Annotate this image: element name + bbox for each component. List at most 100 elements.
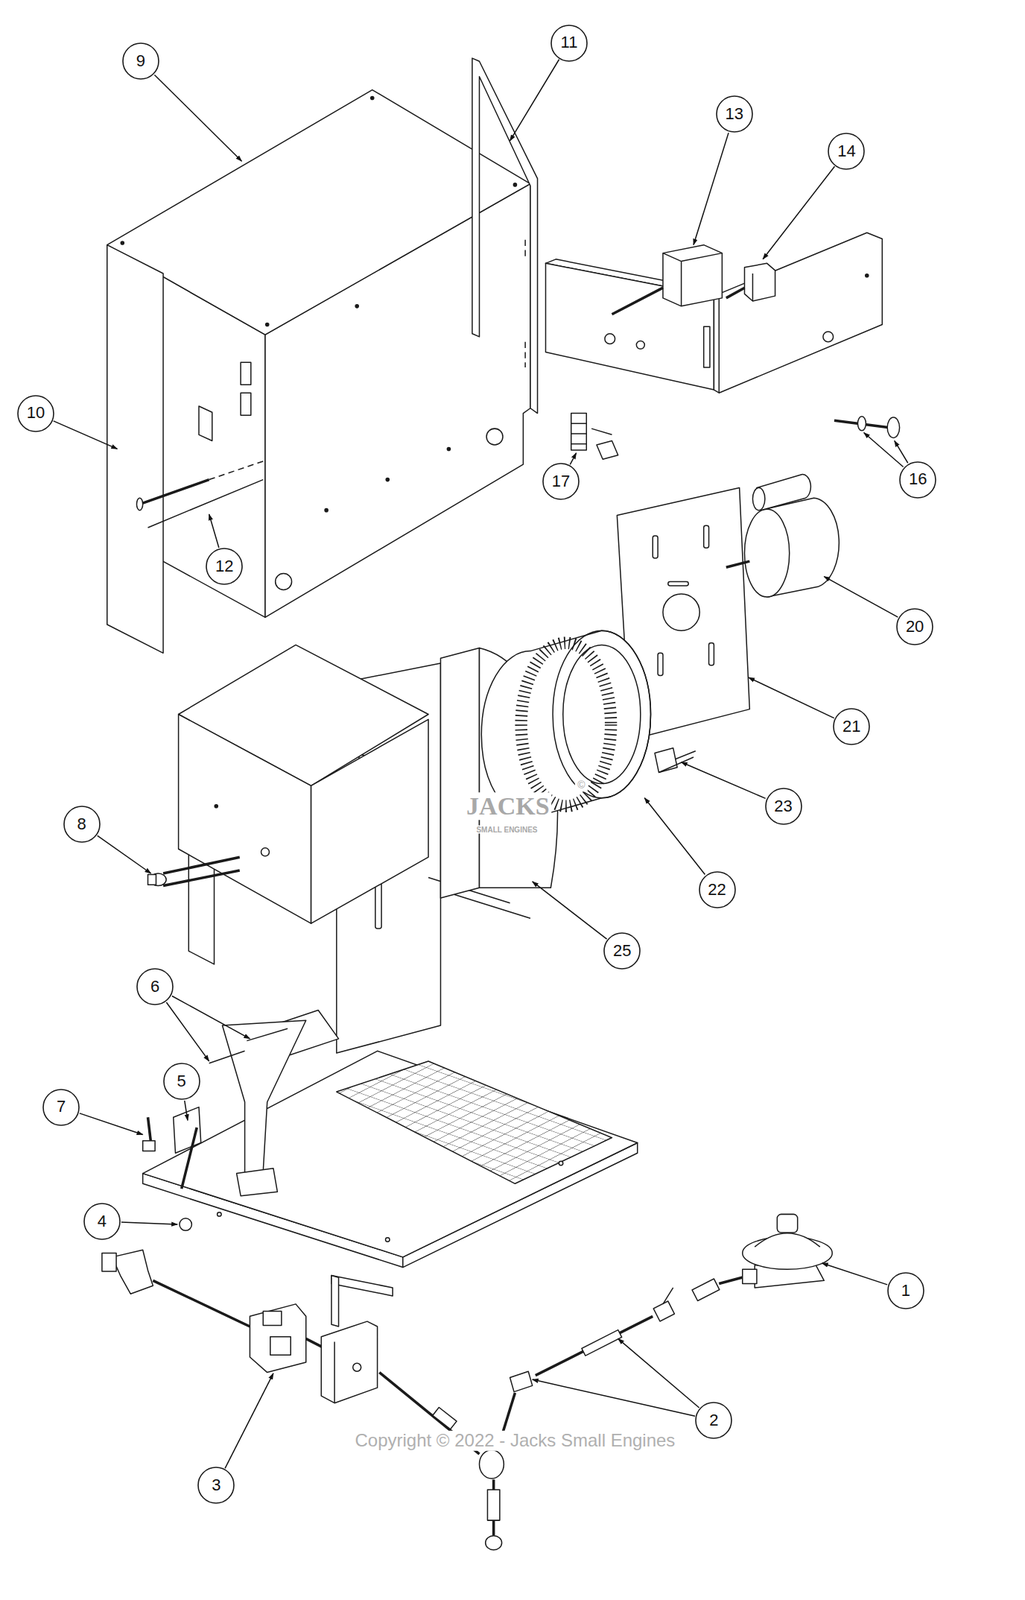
terminal-strip-part: [571, 432, 587, 435]
fitting-part: [112, 1249, 154, 1294]
knob-part: [887, 417, 900, 438]
leader-line: [864, 432, 904, 468]
blower-wheel-part: [563, 644, 641, 783]
side-panel-part: [198, 405, 213, 441]
callout-number: 3: [211, 1475, 221, 1494]
callout-number: 14: [837, 142, 856, 161]
gas-line-part: [485, 1535, 503, 1550]
motor-plate-part: [657, 652, 663, 675]
burner-part: [236, 1168, 278, 1196]
callout-circle: [543, 463, 579, 500]
valve-bracket-part: [353, 1362, 362, 1371]
callout-bubble: 16: [899, 461, 937, 499]
callout-bubble: 8: [63, 805, 101, 843]
screw-part: [148, 479, 264, 528]
leader-line: [532, 1378, 696, 1416]
heat-exchanger-part: [188, 851, 214, 964]
callout-bubble: 2: [695, 1401, 733, 1439]
cabinet-part: [486, 428, 503, 445]
blower-wheel-part: [521, 642, 611, 806]
terminal-strip-part: [571, 413, 587, 450]
callout-bubble: 23: [765, 787, 803, 825]
callout-circle: [43, 1089, 79, 1125]
limit-switch-part: [148, 856, 240, 885]
control-module-part: [681, 253, 723, 262]
limit-switch-part: [163, 856, 240, 874]
igniter-part: [148, 1116, 152, 1142]
leader-line: [822, 1262, 888, 1285]
leader-line: [97, 835, 152, 874]
corner-panel-part: [524, 239, 526, 260]
callout-circle: [17, 395, 54, 432]
heat-exchanger-part: [178, 644, 531, 1053]
leader-line: [894, 440, 909, 463]
leader-line: [154, 74, 242, 161]
corner-panel-part: [524, 341, 526, 368]
gas-valve-part: [262, 1310, 282, 1325]
gas-line-part: [479, 1449, 505, 1478]
motor-part: [726, 560, 750, 567]
cabinet-part: [107, 90, 531, 618]
callout-bubble: 7: [42, 1088, 80, 1126]
callout-number: 17: [551, 472, 570, 491]
fitting-part: [179, 1217, 192, 1230]
valve-bracket-part: [331, 1275, 393, 1296]
regulator-part: [776, 1213, 798, 1233]
callout-circle: [551, 25, 587, 62]
cabinet-part: [355, 304, 359, 308]
leader-line: [184, 1100, 188, 1120]
watermark-logo: SMALL ENGINES: [473, 825, 540, 834]
callout-bubble: 12: [205, 547, 243, 585]
callout-number: 6: [150, 977, 160, 996]
fitting-part: [152, 1279, 250, 1326]
side-panel-part: [107, 245, 213, 654]
blower-housing-part: [440, 647, 479, 897]
callout-number: 23: [773, 797, 792, 815]
control-module-part: [611, 245, 722, 315]
callout-circle: [206, 548, 243, 585]
leader-line: [166, 1001, 209, 1061]
gas-line-part: [662, 1287, 674, 1304]
callout-bubble: 9: [122, 42, 160, 80]
switch-part: [726, 287, 745, 298]
terminal-strip-part: [571, 423, 587, 425]
callout-number: 12: [215, 557, 234, 576]
screw-part: [209, 461, 264, 480]
control-bracket-part: [718, 297, 721, 393]
callout-circle: [64, 805, 100, 842]
control-bracket-part: [604, 333, 616, 345]
callout-bubble: 11: [550, 24, 588, 62]
callout-number: 7: [56, 1097, 66, 1116]
gas-line-part: [692, 1278, 720, 1301]
callout-circle: [198, 1466, 234, 1503]
gas-line-part: [653, 1300, 675, 1321]
igniter-part: [181, 1127, 198, 1189]
leader-line: [79, 1112, 144, 1135]
burner-base-part: [558, 1160, 563, 1165]
regulator-part: [754, 1232, 821, 1247]
leader-line: [209, 513, 220, 548]
cabinet-part: [107, 90, 531, 336]
callout-bubble: 22: [698, 870, 736, 909]
leader-line: [823, 576, 898, 618]
control-bracket-part: [545, 232, 882, 393]
callout-circle: [899, 461, 936, 498]
control-module-part: [662, 253, 682, 262]
leader-line: [644, 797, 705, 875]
callout-bubble: 21: [832, 707, 871, 745]
gas-valve-part: [249, 1303, 306, 1373]
cabinet-part: [446, 446, 450, 450]
leader-line: [532, 881, 608, 939]
burner-part: [209, 1050, 246, 1063]
fitting-part: [102, 1217, 251, 1326]
watermark-logo: JACKS: [464, 791, 552, 820]
callout-circle: [828, 133, 865, 170]
leader-line: [618, 1337, 700, 1408]
leader-line: [121, 1221, 178, 1224]
callout-bubble: 25: [603, 931, 641, 970]
blower-wheel-part: [552, 630, 651, 798]
control-module-part: [662, 245, 722, 307]
callout-bubble: 17: [542, 462, 580, 500]
fitting-part: [102, 1252, 117, 1271]
